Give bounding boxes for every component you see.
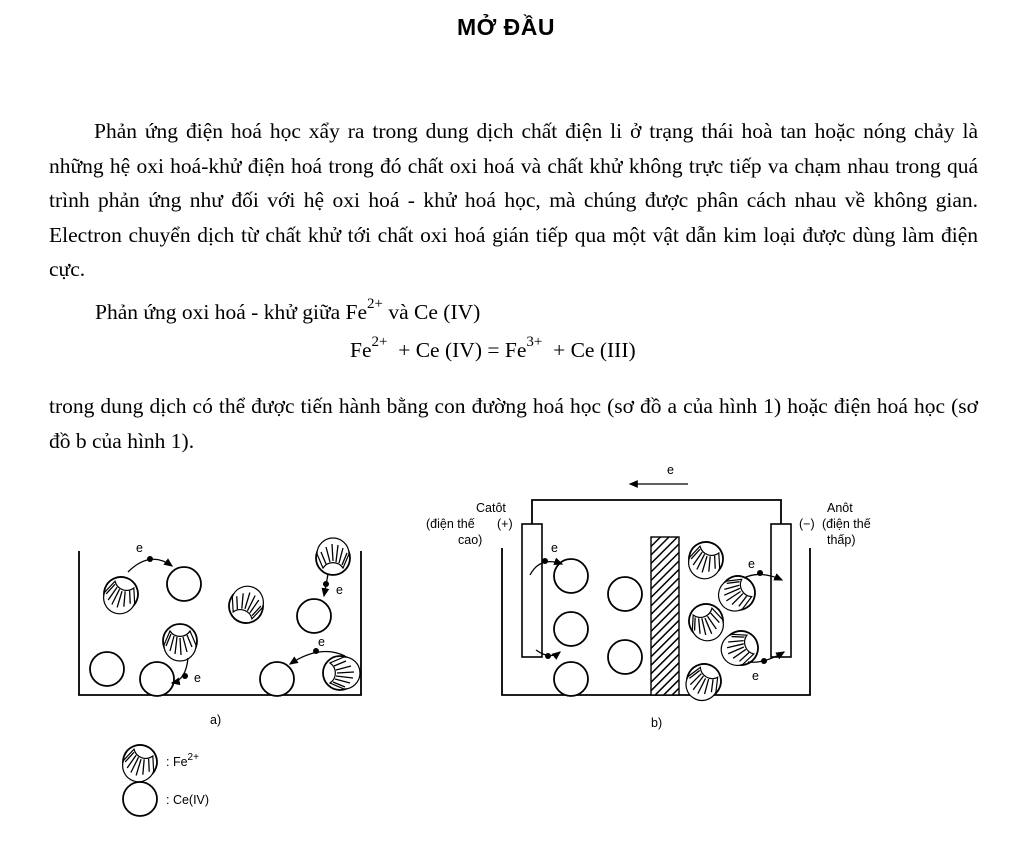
electron-dot	[545, 653, 551, 659]
electron-label: e	[551, 541, 558, 555]
electron-dot	[757, 570, 763, 576]
ce-ion	[89, 651, 125, 687]
figure-1: e e e e a) e Catôt (điện thế (+) cao) An…	[78, 463, 871, 817]
reaction-equation: Fe2+ + Ce (IV) = Fe3+ + Ce (III)	[350, 334, 636, 363]
cathode-desc: cao)	[458, 533, 482, 547]
external-wire	[531, 499, 782, 524]
anode-sign: (−)	[799, 517, 815, 531]
fe-charge: 2+	[367, 295, 383, 312]
ce-ion	[607, 639, 643, 675]
cathode-desc: (điện thế	[426, 517, 475, 531]
ce-ion	[166, 566, 202, 602]
ce-ion	[553, 558, 589, 594]
eq-fe-charge: 2+	[371, 333, 388, 350]
fe-ion	[162, 623, 198, 662]
paragraph-routes-text: trong dung dịch có thể được tiến hành bằ…	[49, 394, 978, 453]
cathode-sign: (+)	[497, 517, 513, 531]
paragraph-reaction-tail: và Ce (IV)	[383, 300, 481, 324]
fe-ion	[223, 580, 270, 629]
ce-ion	[607, 576, 643, 612]
paragraph-intro-text: Phản ứng điện hoá học xẩy ra trong dung …	[49, 119, 978, 281]
electron-dot	[542, 558, 548, 564]
ce-ion	[296, 598, 332, 634]
paragraph-reaction-text: Phản ứng oxi hoá - khử giữa Fe	[95, 300, 368, 324]
ce-ion	[139, 661, 175, 697]
legend-ce-label: : Ce(IV)	[166, 793, 209, 807]
fe-ion	[678, 656, 729, 708]
fe-ion	[715, 625, 764, 672]
porous-membrane	[650, 536, 680, 696]
electron-dot	[761, 658, 767, 664]
legend: : Fe2+ : Ce(IV)	[116, 739, 209, 817]
cathode-title: Catôt	[476, 501, 506, 515]
electron-flow-label: e	[667, 463, 674, 477]
ce-ion	[553, 611, 589, 647]
eq-fe: Fe	[350, 338, 372, 362]
beaker-a	[78, 551, 362, 696]
anode-title: Anôt	[827, 501, 853, 515]
electron-label: e	[748, 557, 755, 571]
electron-label: e	[336, 583, 343, 597]
legend-fe-icon	[116, 739, 163, 788]
paragraph-reaction-intro: Phản ứng oxi hoá - khử giữa Fe2+ và Ce (…	[95, 295, 480, 330]
diagram-b-label: b)	[651, 716, 662, 730]
fe-ion	[682, 536, 729, 585]
diagram-b: e Catôt (điện thế (+) cao) Anôt (−) (điệ…	[426, 463, 871, 730]
diagram-a-label: a)	[210, 713, 221, 727]
ce-ion	[553, 661, 589, 697]
legend-fe-label: : Fe2+	[166, 752, 199, 769]
paragraph-intro: Phản ứng điện hoá học xẩy ra trong dung …	[49, 114, 978, 287]
page-title: MỞ ĐẦU	[457, 14, 555, 40]
cathode-electrode	[521, 523, 543, 658]
eq-ce3: + Ce (III)	[553, 338, 636, 362]
anode-desc: (điện thế	[822, 517, 871, 531]
eq-fe3-charge: 3+	[526, 333, 543, 350]
eq-middle: + Ce (IV) = Fe	[398, 338, 527, 362]
fe-ion	[315, 537, 351, 576]
legend-ce-icon	[122, 781, 158, 817]
anode-electrode	[770, 523, 792, 658]
electron-dot	[147, 556, 153, 562]
electron-label: e	[136, 541, 143, 555]
fe-ion	[97, 571, 144, 620]
electron-dot	[323, 581, 329, 587]
anode-desc: thấp)	[827, 533, 856, 547]
electron-label: e	[318, 635, 325, 649]
diagram-a: e e e e a)	[78, 537, 362, 727]
electron-dot	[182, 673, 188, 679]
electron-dot	[313, 648, 319, 654]
paragraph-routes: trong dung dịch có thể được tiến hành bằ…	[49, 389, 978, 458]
ce-ion	[259, 661, 295, 697]
legend-fe-text: : Fe	[166, 755, 188, 769]
electron-label: e	[752, 669, 759, 683]
fe-ion	[683, 598, 730, 647]
legend-fe-charge: 2+	[188, 752, 200, 763]
electron-label: e	[194, 671, 201, 685]
fe-ion	[322, 655, 361, 691]
